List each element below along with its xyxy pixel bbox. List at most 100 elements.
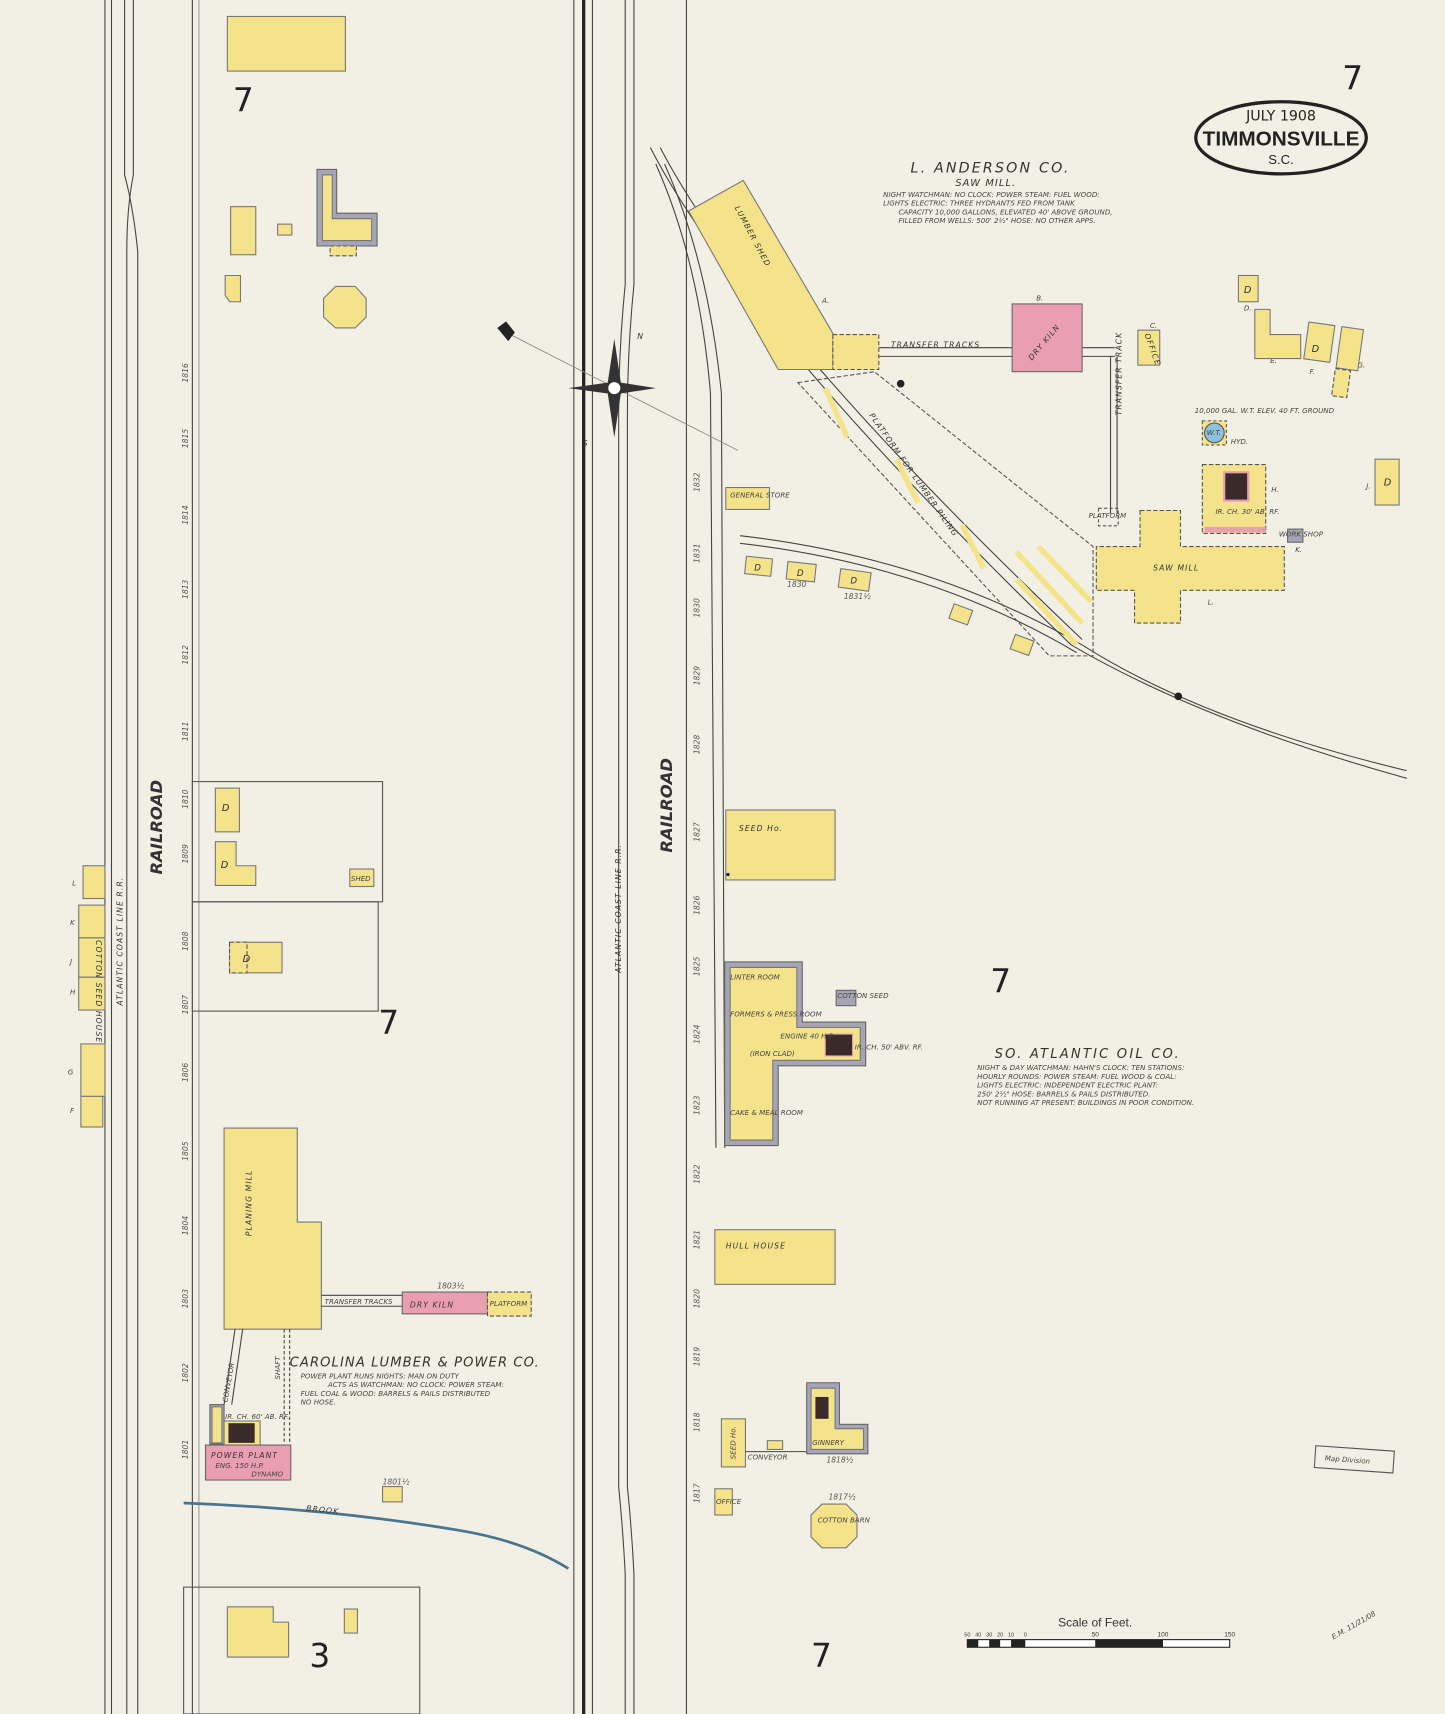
address-label: 1823 [693, 1095, 702, 1115]
work-shop [1287, 528, 1304, 543]
building-letter: F. [1309, 367, 1314, 376]
address-label: 1816 [181, 363, 190, 383]
address-label: 1829 [693, 666, 702, 686]
address-label: 1818 [693, 1412, 702, 1432]
address-label: 1813 [181, 579, 190, 599]
office [1137, 329, 1161, 366]
address-column-middle: 1832183118301829182818271826182518241823… [693, 472, 702, 1503]
office-label: OFFICE [716, 1497, 742, 1506]
south-atlantic-oil-mill: SEED Ho. COTTON SEED LINTER ROOM FORMERS… [714, 809, 1194, 1675]
address-label: 1830 [787, 580, 807, 589]
boiler-note: IR. CH. 30' AB. RF. [1215, 507, 1279, 516]
stamp-text: Map Division [1325, 1454, 1371, 1466]
address-label: 1822 [693, 1164, 702, 1184]
brook [183, 1501, 570, 1570]
boiler-note: IR. CH. 50' ABV. RF. [855, 1042, 923, 1051]
shaft-label: SHAFT [273, 1356, 282, 1380]
address-label: 1804 [181, 1216, 190, 1236]
seed-house-label: SEED Ho. [739, 824, 783, 833]
address-label: 1817½ [829, 1493, 856, 1502]
dwelling-label: D [1312, 344, 1320, 355]
scale-tick-label: 10 [1008, 1632, 1014, 1638]
building-letter: G. [1358, 360, 1366, 369]
title-cartouche: 7 JULY 1908 TIMMONSVILLE S.C. [1194, 60, 1368, 176]
address-label: 1803½ [437, 1282, 464, 1291]
compass-south: S [583, 439, 589, 448]
cotton-seed-house: COTTON SEED HOUSE L K J H G F [68, 865, 106, 1128]
left-block-buildings: 7 D D D SHED 7 COTTON SEED HOUSE L K [68, 15, 399, 1128]
scale-tick-label: 100 [1158, 1631, 1169, 1638]
iron-clad-label: (IRON CLAD) [750, 1049, 795, 1058]
dwelling-label: D [1244, 285, 1252, 296]
building-letter: F [70, 1106, 75, 1115]
building-letter: H. [1271, 485, 1279, 494]
hydrant-label: HYD. [1231, 437, 1248, 446]
railroad-label-middle: RAILROAD [657, 758, 676, 853]
seed-house-label: SEED Ho. [729, 1426, 738, 1459]
address-label: 1811 [181, 722, 190, 741]
scale-tick-label: 0 [1024, 1632, 1027, 1638]
building-letter: B. [1036, 294, 1043, 303]
address-label: 1817 [693, 1483, 702, 1503]
map-division-stamp: Map Division [1313, 1445, 1395, 1474]
conveyor-label: CONVEYOR [748, 1452, 788, 1461]
building-letter: C. [1150, 321, 1157, 330]
cotton-seed-house-label: COTTON SEED HOUSE [94, 940, 103, 1043]
dwelling-label: D [797, 569, 804, 579]
address-label: 1832 [693, 472, 702, 492]
cotton-barn-label: COTTON BARN [818, 1516, 871, 1525]
block-number: 7 [233, 82, 254, 120]
platform-label: PLATFORM [1089, 511, 1127, 520]
address-label: 1830 [693, 598, 702, 618]
address-label: 1824 [693, 1024, 702, 1044]
engine-label: ENGINE 40 H.P. [780, 1031, 834, 1040]
town-name: TIMMONSVILLE [1203, 127, 1360, 150]
carolina-note-line: NO HOSE. [301, 1398, 336, 1407]
carolina-note-line: POWER PLANT RUNS NIGHTS: MAN ON DUTY [301, 1371, 460, 1380]
building-letter: E. [1270, 356, 1277, 365]
building-letter: D. [1244, 303, 1252, 312]
address-label: 1815 [181, 429, 190, 449]
platform-label: PLATFORM [490, 1299, 528, 1308]
dwelling-label: D [850, 577, 857, 587]
sheet-date: JULY 1908 [1245, 108, 1316, 124]
address-label: 1801½ [383, 1477, 410, 1486]
scale-tick-label: 30 [986, 1632, 992, 1638]
transfer-track-label: TRANSFER TRACK [1114, 332, 1123, 416]
address-label: 1810 [181, 789, 190, 809]
building-letter: A. [821, 296, 829, 305]
address-label: 1805 [181, 1141, 190, 1161]
address-label: 1801 [181, 1440, 190, 1459]
address-label: 1826 [693, 895, 702, 915]
building-letter: L. [1208, 598, 1214, 607]
oil-co-name: SO. ATLANTIC OIL CO. [995, 1047, 1181, 1062]
cotton-seed-label: COTTON SEED [837, 991, 889, 1000]
press-room-label: FORMERS & PRESS ROOM [730, 1010, 822, 1019]
scale-tick-label: 50 [964, 1632, 970, 1638]
block-number: 3 [309, 1637, 330, 1675]
railroad-label-left: RAILROAD [147, 780, 166, 875]
power-plant-label: POWER PLANT [211, 1451, 278, 1460]
building-letter: J [68, 957, 72, 966]
dwelling-label: D [221, 860, 229, 871]
address-label: 1831 [693, 544, 702, 563]
address-label: 1814 [181, 505, 190, 525]
compass-rose: N S [497, 321, 739, 451]
address-column-left: 1816181518141813181218111810180918081807… [181, 363, 190, 1459]
state-name: S.C. [1268, 152, 1294, 167]
address-label: 1807 [181, 995, 190, 1015]
water-tank [1203, 422, 1225, 444]
linter-room-label: LINTER ROOM [730, 972, 780, 981]
dwelling-label: D [1384, 477, 1392, 488]
building-letter: L [72, 878, 76, 887]
building-letter: G [68, 1068, 74, 1077]
scale-tick-label: 40 [975, 1632, 981, 1638]
carolina-note-line: ACTS AS WATCHMAN: NO CLOCK: POWER STEAM: [327, 1380, 504, 1389]
general-store-label: GENERAL STORE [730, 490, 790, 499]
water-tank-note: 10,000 GAL. W.T. ELEV. 40 FT. GROUND [1195, 406, 1335, 415]
shed-label: SHED [351, 874, 371, 883]
railroad-line-label-middle: ATLANTIC COAST LINE R.R. [614, 844, 623, 974]
address-label: 1825 [693, 957, 702, 977]
